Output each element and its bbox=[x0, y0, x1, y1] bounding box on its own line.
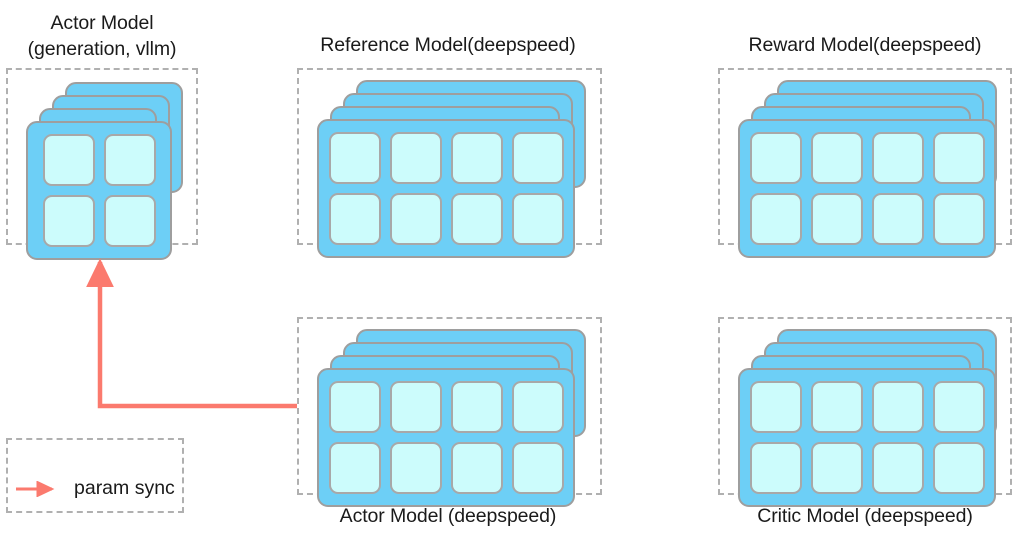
group-actor-deepspeed[interactable] bbox=[297, 317, 602, 507]
group-title-reference-model: Reference Model(deepspeed) bbox=[320, 34, 576, 56]
legend-label-param-sync: param sync bbox=[74, 477, 175, 499]
model-shard-cell bbox=[810, 132, 863, 184]
model-shard-cell bbox=[103, 134, 156, 186]
group-title-actor-vllm: Actor Model (generation, vllm) bbox=[27, 12, 177, 60]
model-shard-cell bbox=[810, 442, 863, 494]
model-shard-cell bbox=[511, 132, 564, 184]
model-shard-cell bbox=[511, 381, 564, 433]
group-reference-model[interactable] bbox=[297, 68, 602, 258]
model-shard-cell bbox=[42, 134, 95, 186]
model-shard-cell bbox=[932, 381, 985, 433]
model-stack-actor-deepspeed[interactable] bbox=[317, 329, 592, 507]
model-shard-cell bbox=[511, 193, 564, 245]
model-shard-cell bbox=[42, 195, 95, 247]
param-sync-arrow-icon bbox=[16, 480, 55, 497]
group-title-critic-model: Critic Model (deepspeed) bbox=[757, 505, 973, 527]
model-stack-reward-model[interactable] bbox=[738, 80, 1003, 258]
model-shard-cell bbox=[749, 381, 802, 433]
model-shard-cell bbox=[450, 442, 503, 494]
model-shard-cell bbox=[871, 442, 924, 494]
model-shard-cell bbox=[450, 193, 503, 245]
model-stack-actor-vllm[interactable] bbox=[26, 82, 186, 260]
model-shard-cell bbox=[932, 132, 985, 184]
stack-card-front[interactable] bbox=[738, 119, 996, 258]
legend-entry-param-sync: param sync bbox=[14, 477, 175, 500]
model-shard-cell bbox=[749, 132, 802, 184]
model-shard-cell bbox=[450, 132, 503, 184]
model-shard-cell bbox=[871, 381, 924, 433]
group-title-reward-model: Reward Model(deepspeed) bbox=[748, 34, 982, 56]
model-shard-cell bbox=[749, 442, 802, 494]
model-shard-cell bbox=[389, 132, 442, 184]
model-shard-cell bbox=[328, 442, 381, 494]
model-shard-cell bbox=[810, 381, 863, 433]
group-title-actor-deepspeed: Actor Model (deepspeed) bbox=[339, 505, 557, 527]
model-shard-cell bbox=[749, 193, 802, 245]
model-shard-cell bbox=[932, 193, 985, 245]
model-shard-cell bbox=[450, 381, 503, 433]
stack-card-front[interactable] bbox=[738, 368, 996, 507]
model-shard-cell bbox=[871, 193, 924, 245]
model-stack-reference-model[interactable] bbox=[317, 80, 592, 258]
model-shard-cell bbox=[871, 132, 924, 184]
stack-card-front[interactable] bbox=[317, 368, 575, 507]
model-shard-cell bbox=[932, 442, 985, 494]
model-shard-cell bbox=[389, 442, 442, 494]
group-actor-vllm[interactable] bbox=[6, 68, 198, 260]
model-shard-cell bbox=[328, 193, 381, 245]
group-reward-model[interactable] bbox=[718, 68, 1012, 258]
model-shard-cell bbox=[511, 442, 564, 494]
stack-card-front[interactable] bbox=[26, 121, 172, 260]
model-shard-cell bbox=[328, 132, 381, 184]
model-shard-cell bbox=[389, 193, 442, 245]
stack-card-front[interactable] bbox=[317, 119, 575, 258]
model-shard-cell bbox=[389, 381, 442, 433]
legend-box[interactable] bbox=[6, 438, 184, 513]
model-shard-cell bbox=[810, 193, 863, 245]
model-shard-cell bbox=[103, 195, 156, 247]
group-critic-model[interactable] bbox=[718, 317, 1012, 507]
model-stack-critic-model[interactable] bbox=[738, 329, 1003, 507]
model-shard-cell bbox=[328, 381, 381, 433]
